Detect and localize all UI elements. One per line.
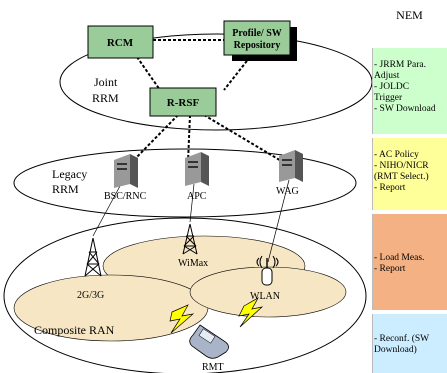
rrsf-box: R-RSF xyxy=(149,87,217,117)
wlan-coverage xyxy=(189,266,347,318)
profile-label-line1: Profile/ SW xyxy=(232,28,282,39)
rmt-label: RMT xyxy=(202,362,224,373)
2g3g-label: 2G/3G xyxy=(77,290,104,301)
wlan-access-point-icon xyxy=(256,255,279,286)
composite-ran-label: Composite RAN xyxy=(34,323,115,337)
bsc-rnc-server-icon xyxy=(114,154,138,188)
link-rcm-rrsf xyxy=(136,56,161,91)
wag-label: WAG xyxy=(276,186,299,197)
link-rrsf-bsc xyxy=(131,114,179,163)
link-rrsf-apc xyxy=(187,114,191,163)
nem-legacy-cell: - AC Policy - NIHO/NICR (RMT Select.) - … xyxy=(372,138,447,210)
nem-ran-cell: - Load Meas. - Report xyxy=(372,214,447,310)
legacy-rrm-label-line1: Legacy xyxy=(52,167,87,181)
link-rrsf-wag xyxy=(203,114,284,163)
joint-rrm-label-line1: Joint xyxy=(94,75,118,89)
nem-legacy-line: - AC Policy xyxy=(374,150,419,160)
bsc-rnc-label: BSC/RNC xyxy=(104,191,147,202)
nem-legacy-line: - NIHO/NICR xyxy=(374,161,429,171)
nem-jrrm-line: Trigger xyxy=(374,93,403,103)
nem-rmt-cell: - Reconf. (SW Download) xyxy=(372,314,447,373)
profile-label-line2: Repository xyxy=(234,40,281,51)
apc-server-icon xyxy=(185,152,209,186)
rcm-label: RCM xyxy=(107,37,134,49)
nem-jrrm-line: Adjust xyxy=(374,71,400,81)
legacy-rrm-label-line2: RRM xyxy=(52,182,79,196)
wimax-tower-icon xyxy=(182,223,198,255)
link-wag-wlan xyxy=(267,179,290,263)
apc-label: APC xyxy=(187,191,207,202)
rmt-phone-icon xyxy=(189,324,229,359)
link-bsc-2g3g xyxy=(92,185,121,237)
profile-repository-box: Profile/ SW Repository xyxy=(223,20,297,61)
nem-legacy-line: (RMT Select.) xyxy=(374,172,429,182)
lightning-left-icon xyxy=(169,304,195,334)
rcm-box: RCM xyxy=(87,25,154,59)
nem-title: NEM xyxy=(396,8,423,22)
nem-legacy-line: - Report xyxy=(374,183,406,193)
nem-jrrm-line: - SW Download xyxy=(374,104,436,114)
lightning-right-icon xyxy=(238,297,264,328)
link-apc-wimax xyxy=(189,183,195,223)
nem-jrrm-line: - JOLDC xyxy=(374,82,410,92)
nem-ran-line: - Report xyxy=(374,264,406,274)
nem-ran-line: - Load Meas. xyxy=(374,253,425,263)
rrsf-label: R-RSF xyxy=(167,97,200,109)
nem-jrrm-line: - JRRM Para. xyxy=(374,60,426,70)
2g3g-tower-icon xyxy=(84,237,102,277)
wimax-label: WiMax xyxy=(178,258,208,269)
legacy-rrm-ellipse xyxy=(13,148,357,218)
wlan-label: WLAN xyxy=(250,291,280,302)
link-profile-rrsf xyxy=(223,56,251,91)
nem-rmt-line: Download) xyxy=(374,345,417,355)
nem-rmt-line: - Reconf. (SW xyxy=(374,334,430,344)
wag-server-icon xyxy=(279,150,303,182)
composite-ran-ellipse xyxy=(3,217,367,373)
nem-jrrm-cell: - JRRM Para. Adjust - JOLDC Trigger - SW… xyxy=(372,48,447,134)
joint-rrm-label-line2: RRM xyxy=(92,91,119,105)
